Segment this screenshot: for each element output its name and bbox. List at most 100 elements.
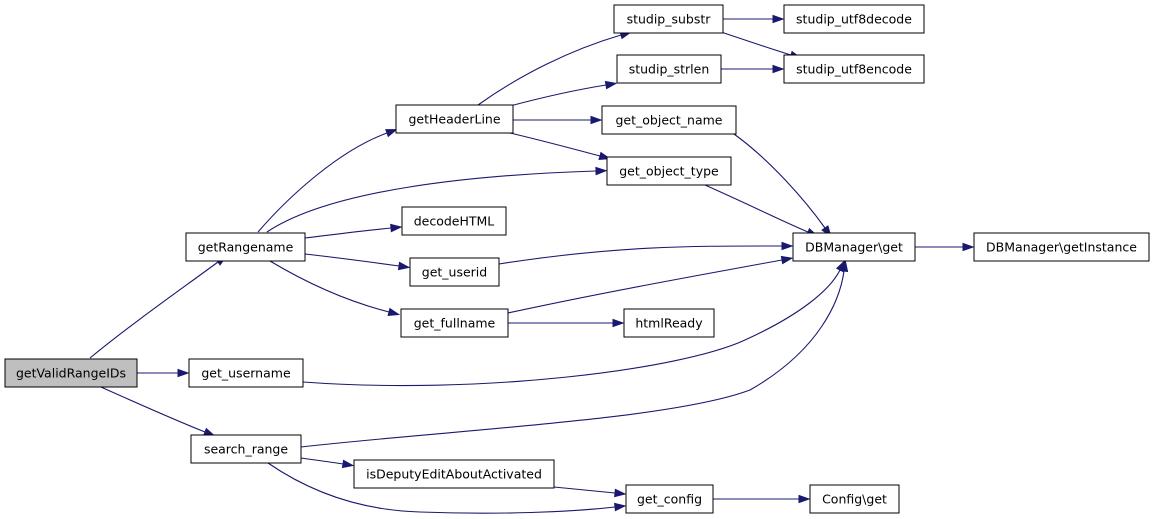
- edge-line: [507, 259, 783, 314]
- edge-isDeputyEditAboutActivated-to-get_config: [553, 486, 627, 498]
- node-get_fullname[interactable]: get_fullname: [400, 308, 509, 338]
- node-Config-get[interactable]: Config\get: [809, 484, 900, 514]
- edge-line: [304, 253, 400, 267]
- edge-line: [509, 132, 601, 157]
- node-label: decodeHTML: [414, 214, 495, 229]
- edge-line: [720, 31, 792, 56]
- node-label: getRangename: [198, 240, 294, 255]
- node-label: studip_utf8encode: [796, 62, 912, 77]
- node-label: get_username: [201, 366, 291, 381]
- node-studip_utf8encode[interactable]: studip_utf8encode: [783, 54, 925, 84]
- node-get_userid[interactable]: get_userid: [409, 257, 500, 287]
- edge-arrowhead: [614, 502, 627, 512]
- edges-layer: [89, 14, 975, 514]
- edge-line: [733, 133, 826, 229]
- edge-arrowhead: [772, 64, 785, 74]
- edge-getHeaderLine-to-get_object_name: [513, 115, 603, 125]
- node-label: get_config: [637, 492, 702, 507]
- edge-line: [509, 84, 607, 107]
- edge-studip_substr-to-studip_utf8decode: [723, 14, 785, 24]
- edge-line: [498, 245, 783, 265]
- node-label: get_object_type: [619, 164, 719, 179]
- edge-arrowhead: [962, 242, 975, 252]
- edge-arrowhead: [614, 488, 627, 498]
- edge-arrowhead: [390, 223, 403, 233]
- edge-arrowhead: [604, 80, 618, 90]
- edge-arrowhead: [341, 459, 355, 469]
- edge-line: [300, 270, 845, 448]
- node-get_username[interactable]: get_username: [188, 358, 304, 388]
- edge-line: [302, 269, 841, 387]
- edge-get_fullname-to-DBManager_get: [507, 255, 794, 314]
- edge-getRangename-to-getHeaderLine: [257, 129, 398, 233]
- node-search_range[interactable]: search_range: [190, 434, 302, 464]
- edge-line: [266, 170, 597, 233]
- node-studip_substr[interactable]: studip_substr: [613, 4, 724, 34]
- node-label: DBManager\get: [805, 240, 903, 255]
- node-label: search_range: [204, 442, 288, 457]
- edge-getHeaderLine-to-studip_strlen: [509, 80, 618, 107]
- edge-line: [477, 34, 622, 106]
- edge-arrowhead: [595, 166, 608, 176]
- node-isDeputyEditAboutActivated[interactable]: isDeputyEditAboutActivated: [353, 459, 555, 489]
- node-label: getValidRangeIDs: [16, 366, 126, 381]
- node-label: studip_substr: [627, 12, 712, 27]
- node-label: get_fullname: [414, 316, 496, 331]
- edge-studip_strlen-to-studip_utf8encode: [721, 64, 785, 74]
- edge-line: [300, 457, 344, 465]
- node-decodeHTML[interactable]: decodeHTML: [401, 206, 507, 236]
- edge-arrowhead: [781, 241, 794, 251]
- node-label: Config\get: [822, 492, 887, 507]
- node-label: DBManager\getInstance: [986, 240, 1137, 255]
- edge-arrowhead: [798, 494, 811, 504]
- edge-arrowhead: [397, 261, 411, 271]
- node-studip_strlen[interactable]: studip_strlen: [616, 54, 722, 84]
- node-label: getHeaderLine: [408, 112, 500, 127]
- node-getHeaderLine[interactable]: getHeaderLine: [395, 104, 514, 134]
- node-get_object_name[interactable]: get_object_name: [601, 105, 737, 135]
- nodes-layer: getValidRangeIDs getRangename get_userna…: [4, 4, 1150, 514]
- node-DBManager-getInstance[interactable]: DBManager\getInstance: [973, 232, 1150, 262]
- edge-getValidRangeIDs-to-search_range: [100, 386, 216, 437]
- edge-line: [304, 227, 392, 239]
- edge-getValidRangeIDs-to-getRangename: [89, 255, 228, 359]
- node-get_object_type[interactable]: get_object_type: [606, 156, 732, 186]
- node-studip_utf8decode[interactable]: studip_utf8decode: [783, 4, 925, 34]
- edge-getHeaderLine-to-get_object_type: [509, 132, 612, 161]
- node-label: studip_utf8decode: [796, 12, 912, 27]
- node-getRangename[interactable]: getRangename: [185, 232, 306, 262]
- node-get_config[interactable]: get_config: [625, 484, 714, 514]
- edge-line: [89, 261, 219, 359]
- edge-getRangename-to-get_object_type: [266, 166, 608, 233]
- edge-line: [704, 184, 809, 233]
- edge-getRangename-to-decodeHTML: [304, 223, 403, 239]
- edge-arrowhead: [385, 129, 398, 138]
- edge-line: [269, 260, 390, 313]
- edge-get_object_type-to-DBManager_get: [704, 184, 819, 237]
- node-getValidRangeIDs[interactable]: getValidRangeIDs: [4, 358, 138, 388]
- edge-line: [257, 132, 388, 233]
- edge-search_range-to-isDeputyEditAboutActivated: [300, 457, 355, 469]
- edge-getHeaderLine-to-studip_substr: [477, 31, 633, 106]
- node-label: htmlReady: [635, 316, 703, 331]
- edge-getValidRangeIDs-to-get_username: [137, 368, 190, 378]
- edge-get_config-to-Config_get: [713, 494, 811, 504]
- node-label: get_object_name: [616, 113, 723, 128]
- edge-DBManager_get-to-DBManager_getInstance: [915, 242, 975, 252]
- edge-arrowhead: [772, 14, 785, 24]
- edge-get_userid-to-DBManager_get: [498, 241, 794, 265]
- edge-search_range-to-get_config: [267, 462, 627, 514]
- edge-search_range-to-DBManager_get: [300, 259, 849, 448]
- node-DBManager-get[interactable]: DBManager\get: [792, 232, 916, 262]
- node-label: get_userid: [422, 265, 487, 280]
- node-htmlReady[interactable]: htmlReady: [623, 308, 715, 338]
- edge-line: [553, 486, 616, 494]
- edge-line: [267, 462, 616, 514]
- edge-arrowhead: [177, 368, 190, 378]
- edge-arrowhead: [612, 318, 625, 328]
- node-label: isDeputyEditAboutActivated: [366, 467, 542, 482]
- edge-arrowhead: [590, 115, 603, 125]
- node-label: studip_strlen: [629, 62, 710, 77]
- edge-getRangename-to-get_fullname: [269, 260, 401, 317]
